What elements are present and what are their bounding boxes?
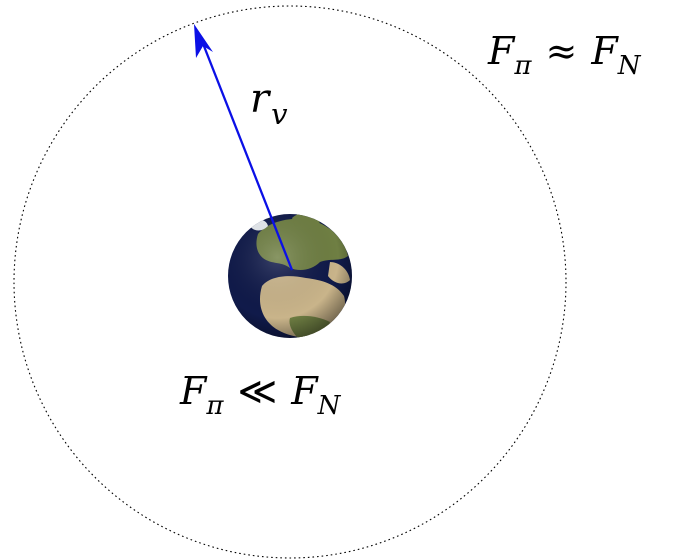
radius-circle [13,5,567,559]
earth-globe [228,214,352,338]
radius-arrow [194,24,294,271]
radius-label: rv [250,76,288,131]
inner-relation-label: Fπ≪FN [179,369,342,421]
outer-relation-label: Fπ≈FN [487,29,642,81]
